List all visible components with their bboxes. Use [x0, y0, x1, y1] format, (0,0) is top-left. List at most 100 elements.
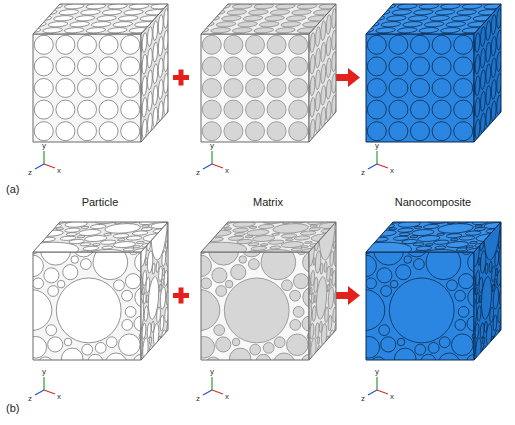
inclusion-circle: [302, 354, 309, 360]
axis-label: x: [225, 167, 229, 175]
inclusions: [33, 252, 141, 360]
inclusion-circle: [140, 228, 154, 231]
inclusion-circle: [99, 78, 118, 97]
axis-label: z: [361, 169, 365, 177]
inclusions: [33, 222, 168, 252]
inclusion-circle: [366, 290, 385, 331]
inclusions: [201, 252, 309, 360]
inclusion-circle: [164, 50, 168, 74]
axis-triad: [35, 151, 55, 169]
inclusion-circle: [374, 252, 404, 265]
inclusion-circle: [398, 233, 412, 236]
matrix-cube: [172, 181, 360, 384]
inclusion-circle: [303, 287, 309, 309]
axis-label: z: [28, 169, 32, 177]
inclusion-circle: [224, 78, 243, 97]
inclusion-circle: [414, 246, 433, 250]
inclusion-circle: [121, 57, 140, 76]
inclusion-circle: [460, 4, 484, 9]
inclusion-circle: [156, 260, 159, 274]
cube-edge: [141, 222, 168, 360]
cube-edge: [309, 4, 336, 142]
inclusion-circle: [257, 22, 281, 27]
inclusion-circle: [413, 226, 422, 228]
inclusion-circle: [95, 16, 119, 21]
inclusion-circle: [287, 334, 309, 356]
inclusion-circle: [81, 246, 100, 250]
inclusion-circle: [80, 259, 91, 270]
inclusion-circle: [57, 280, 65, 288]
inclusion-circle: [77, 78, 96, 97]
inclusion-circle: [201, 336, 215, 358]
inclusion-circle: [105, 28, 129, 33]
inclusion-circle: [300, 246, 309, 248]
axis-triad: [35, 377, 55, 395]
inclusion-circle: [114, 280, 125, 291]
inclusion-circle: [332, 71, 336, 95]
cube-edge: [474, 222, 501, 360]
inclusions: [141, 4, 168, 142]
axis-line: [212, 164, 223, 168]
face-fill: [201, 34, 309, 142]
inclusion-circle: [333, 240, 335, 250]
inclusion-circle: [332, 114, 336, 138]
inclusion-circle: [201, 255, 211, 277]
inclusion-circle: [495, 249, 499, 268]
inclusion-circle: [477, 304, 481, 323]
inclusion-circle: [78, 10, 102, 15]
axis-line: [377, 164, 388, 168]
cube-face: [11, 235, 157, 375]
inclusion-circle: [314, 275, 318, 294]
inclusion-circle: [56, 57, 75, 76]
inclusion-circle: [56, 35, 75, 54]
inclusion-circle: [219, 16, 243, 21]
inclusion-circle: [142, 95, 147, 119]
axis-label: x: [390, 393, 394, 401]
axis-label: y: [210, 142, 214, 150]
inclusion-circle: [377, 268, 392, 283]
inclusion-circle: [131, 231, 150, 235]
inclusion-circle: [445, 234, 464, 238]
inclusion-circle: [366, 16, 387, 21]
axis-line: [368, 164, 377, 169]
axis-label: y: [210, 368, 214, 376]
axis-line: [377, 390, 388, 394]
inclusion-circle: [454, 100, 473, 119]
inclusion-circle: [89, 224, 108, 228]
cube-face: [468, 181, 504, 384]
inclusion-circle: [263, 16, 287, 21]
inclusion-circle: [212, 268, 227, 283]
inclusion-circle: [329, 278, 331, 288]
inclusion-circle: [366, 278, 376, 289]
inclusion-circle: [245, 122, 264, 141]
inclusion-circle: [455, 248, 469, 251]
axis-label: x: [225, 393, 229, 401]
cube-edge: [474, 4, 501, 142]
inclusion-circle: [493, 313, 497, 332]
inclusion-circle: [201, 290, 220, 331]
inclusion-circle: [73, 16, 97, 21]
inclusion-circle: [241, 16, 265, 21]
inclusion-circle: [491, 120, 496, 142]
inclusion-circle: [149, 343, 153, 360]
inclusion-circle: [316, 24, 321, 48]
inclusion-circle: [454, 35, 473, 54]
nanocomposite-cube: [337, 181, 515, 384]
inclusion-circle: [160, 313, 164, 332]
inclusion-circle: [57, 10, 81, 15]
inclusion-circle: [34, 122, 53, 141]
inclusion-circle: [245, 78, 264, 97]
inclusion-circle: [497, 50, 501, 74]
inclusion-circle: [316, 89, 321, 113]
inclusion-circle: [267, 240, 286, 244]
inclusion-circle: [164, 6, 168, 30]
inclusion-circle: [332, 6, 336, 30]
inclusion-circle: [293, 274, 308, 289]
inclusion-circle: [225, 280, 233, 288]
axis-label: z: [361, 395, 365, 403]
inclusion-circle: [489, 260, 492, 274]
inclusion-circle: [367, 57, 386, 76]
inclusion-circle: [324, 260, 327, 274]
axis-line: [44, 164, 55, 168]
axis-label: y: [375, 368, 379, 376]
